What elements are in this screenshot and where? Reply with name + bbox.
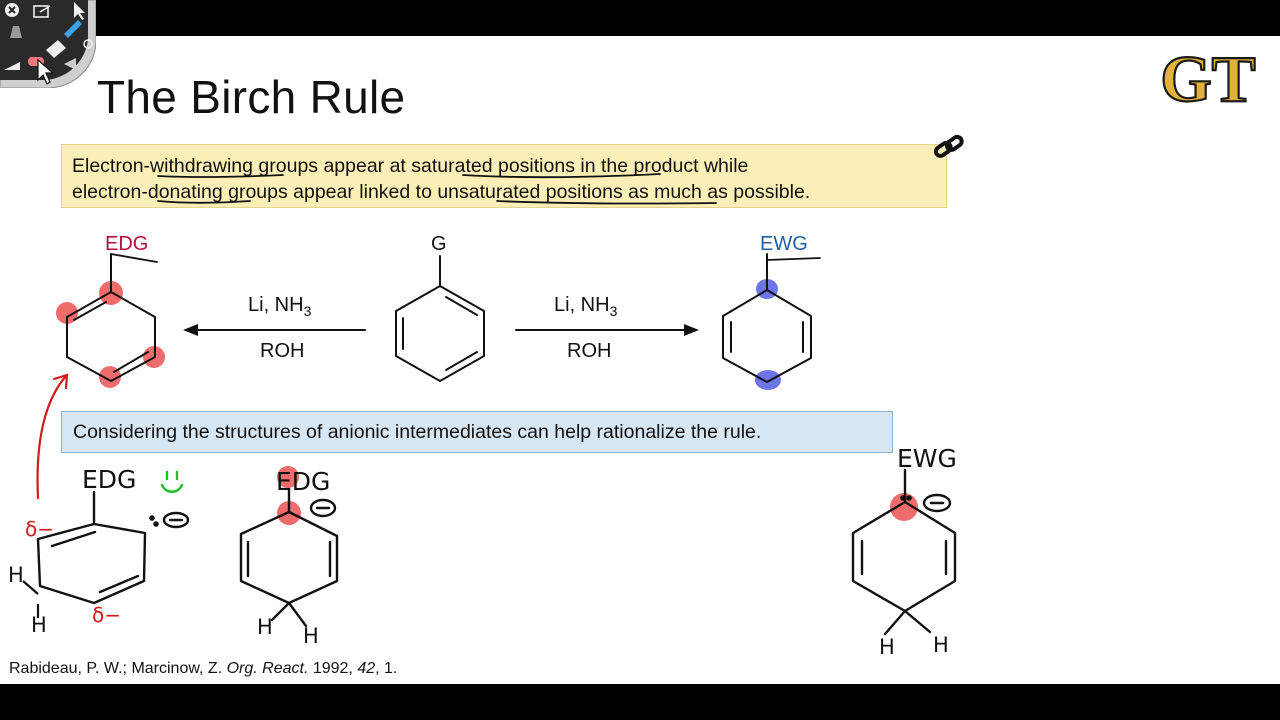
underline-donating	[157, 200, 251, 204]
reagent-subscript: 3	[303, 303, 312, 319]
ewg-label: EWG	[760, 233, 808, 255]
cursor-icon	[37, 58, 55, 85]
hand-h-2: H	[31, 613, 47, 637]
rule-line-2: electron-donating groups appear linked t…	[72, 181, 811, 203]
slider-icon[interactable]	[4, 62, 20, 70]
undo-icon[interactable]	[64, 58, 76, 70]
rule-line-1: Electron-withdrawing groups appear at sa…	[72, 155, 749, 177]
export-icon[interactable]	[33, 5, 51, 18]
hand-h-6: H	[933, 633, 949, 657]
reagent-text: Li, NH	[248, 294, 304, 316]
left-reagent-bottom: ROH	[260, 340, 305, 362]
hand-h-1: H	[8, 563, 24, 587]
underline-strokes	[157, 173, 717, 205]
video-bottom-bar	[0, 684, 1280, 720]
hand-bond-h1	[22, 580, 39, 595]
edg-label: EDG	[105, 233, 149, 255]
highlighter-icon[interactable]	[10, 26, 22, 38]
note-box: Considering the structures of anionic in…	[61, 411, 893, 453]
citation-volume: 42	[357, 660, 376, 677]
right-reagent-bottom: ROH	[567, 340, 612, 362]
right-reagent-top: Li, NH3	[554, 294, 617, 319]
slide-title: The Birch Rule	[97, 71, 406, 123]
close-icon[interactable]	[5, 3, 19, 17]
annotation-toolbar[interactable]	[0, 0, 96, 88]
birch-rule-box: Electron-withdrawing groups appear at sa…	[61, 144, 947, 208]
intermediate-3	[851, 468, 957, 636]
intermediate-2	[239, 488, 339, 628]
hand-h-3: H	[257, 615, 273, 639]
intermediate-1	[36, 490, 190, 605]
hand-edg-2: EDG	[276, 467, 330, 496]
gt-logo-text: GT	[1160, 43, 1255, 113]
video-top-bar	[0, 0, 1280, 36]
left-product-structure	[66, 253, 158, 382]
right-arrow-head	[684, 324, 699, 336]
red-highlights	[56, 281, 918, 525]
slide-drawings: EDG EDG EWG H H H H H H δ− δ−	[8, 173, 957, 659]
hand-h-4: H	[303, 624, 319, 648]
hand-delta-1: δ−	[25, 517, 54, 541]
slide: The Birch Rule GT Electron-withdrawing g…	[0, 36, 1280, 684]
citation-authors: Rabideau, P. W.; Marcinow, Z.	[9, 660, 227, 677]
reagent-subscript: 3	[609, 303, 618, 319]
eraser-icon[interactable]	[46, 40, 66, 58]
hand-delta-2: δ−	[92, 603, 121, 627]
pointer-icon[interactable]	[74, 2, 85, 20]
benzene-structure	[395, 255, 485, 382]
underline-unsaturated	[496, 200, 717, 205]
citation-journal: Org. React.	[226, 660, 309, 677]
link-icon[interactable]	[932, 132, 966, 162]
g-label: G	[431, 233, 447, 255]
hand-edg-1: EDG	[82, 465, 136, 494]
pen-icon[interactable]	[64, 20, 82, 38]
citation: Rabideau, P. W.; Marcinow, Z. Org. React…	[9, 660, 397, 678]
smiley-icon	[160, 470, 184, 493]
settings-icon[interactable]	[83, 39, 93, 49]
reagent-text: Li, NH	[554, 294, 610, 316]
gt-logo: GT	[1159, 42, 1257, 113]
left-reagent-top: Li, NH3	[248, 294, 311, 319]
hand-h-5: H	[879, 635, 895, 659]
underline-saturated	[462, 173, 661, 179]
underline-withdrawing	[157, 174, 284, 178]
left-arrow-head	[183, 324, 198, 336]
citation-year: 1992,	[308, 660, 358, 677]
hand-ewg: EWG	[897, 444, 957, 473]
citation-page: , 1.	[375, 660, 398, 677]
red-pen-arrow	[36, 373, 69, 500]
right-product-structure	[722, 253, 821, 383]
